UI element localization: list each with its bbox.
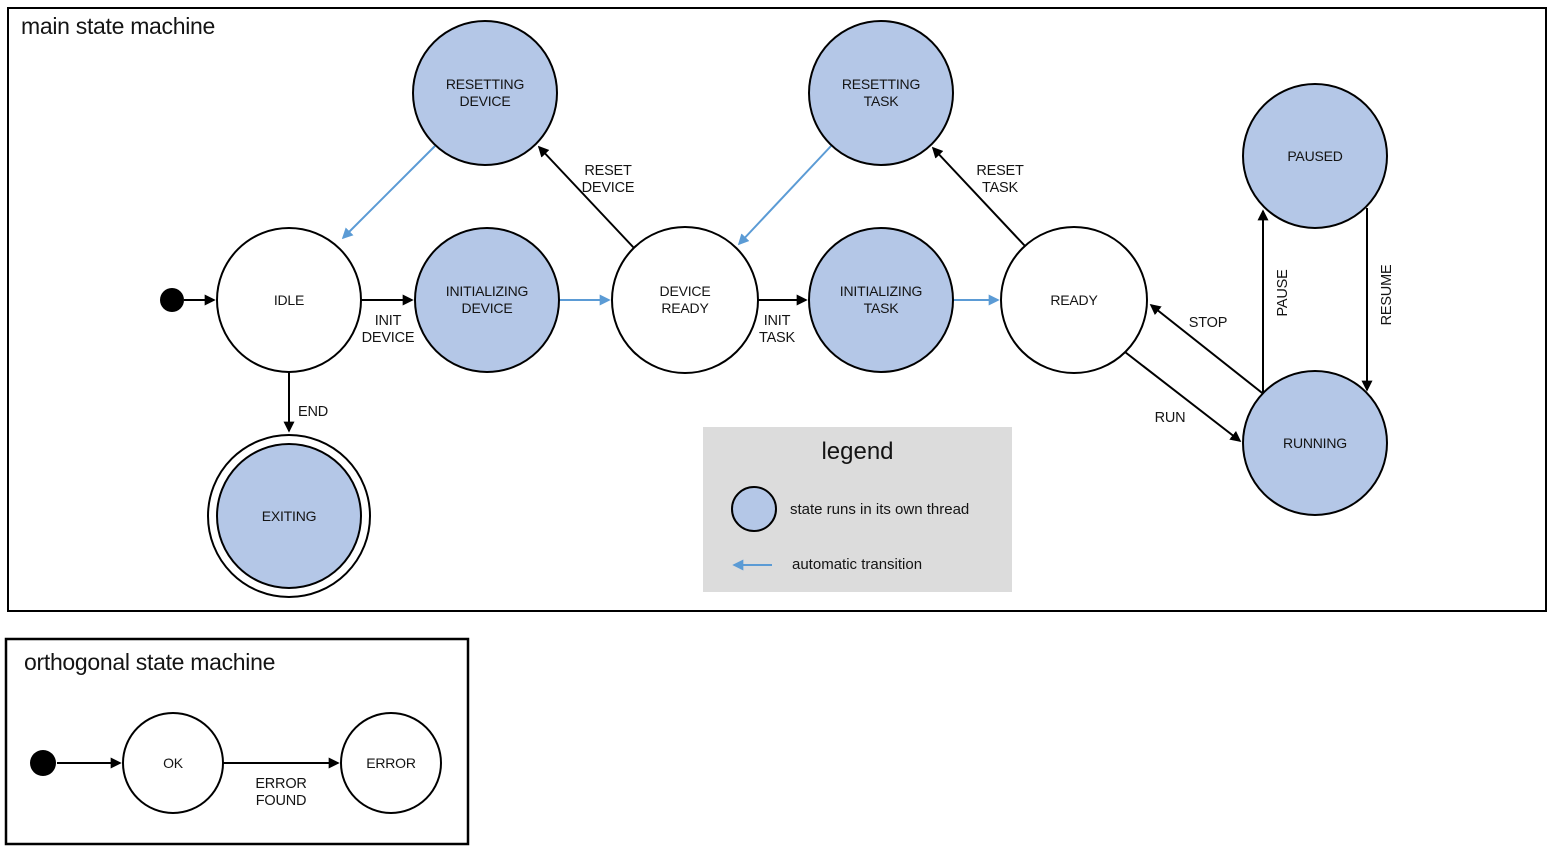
legend-item-thread-label: state runs in its own thread xyxy=(790,501,970,518)
ortho-state-ok xyxy=(122,712,224,814)
main-transition-label-init-device: INIT xyxy=(375,313,402,329)
main-state-label-ready: READY xyxy=(1050,292,1098,308)
main-state-initializing-device xyxy=(414,227,560,373)
main-state-initializing-task xyxy=(808,227,954,373)
main-state-running xyxy=(1242,370,1388,516)
main-state-idle xyxy=(216,227,362,373)
main-state-label-initializing-device: INITIALIZING xyxy=(446,283,528,299)
main-state-ready xyxy=(1000,226,1148,374)
main-transition-auto-reset-task-device-ready xyxy=(737,145,832,246)
main-state-label-initializing-task: INITIALIZING xyxy=(840,283,922,299)
ortho-state-error xyxy=(340,712,442,814)
main-transition-label-reset-device: RESET xyxy=(584,163,632,179)
legend-item-auto-label: automatic transition xyxy=(792,556,923,573)
main-transition-reset-task xyxy=(931,146,1026,247)
main-initial-state-dot xyxy=(160,288,184,312)
main-state-label-paused: PAUSED xyxy=(1287,148,1342,164)
ortho-state-label-ok: OK xyxy=(163,755,184,771)
main-transition-label-stop: STOP xyxy=(1189,315,1227,331)
main-state-label-resetting-task: RESETTING xyxy=(842,76,920,92)
main-transition-run xyxy=(1124,351,1242,443)
main-transition-stop xyxy=(1149,303,1267,397)
main-state-resetting-task xyxy=(808,20,954,166)
main-state-label-exiting: EXITING xyxy=(262,508,317,524)
legend-title: legend xyxy=(821,438,894,465)
main-transition-label-resume: RESUME xyxy=(1379,264,1395,325)
main-state-paused xyxy=(1242,83,1388,229)
main-state-resetting-device xyxy=(412,20,558,166)
main-state-label-device-ready: DEVICE xyxy=(660,283,711,299)
main-transition-reset-device xyxy=(537,145,635,249)
main-state-label-resetting-task: TASK xyxy=(864,93,900,109)
main-transition-label-reset-device: DEVICE xyxy=(582,180,635,196)
main-transition-label-reset-task: TASK xyxy=(982,180,1019,196)
ortho-state-label-error: ERROR xyxy=(366,755,416,771)
main-state-label-idle: IDLE xyxy=(274,292,304,308)
ortho-transition-label-error-found: ERROR xyxy=(255,776,306,792)
legend-thread-circle-icon xyxy=(731,486,777,532)
main-state-device-ready xyxy=(611,226,759,374)
orthogonal-machine-frame xyxy=(4,637,470,846)
main-transition-label-reset-task: RESET xyxy=(976,163,1024,179)
ortho-initial-state-dot xyxy=(30,750,56,776)
main-state-exiting xyxy=(216,443,362,589)
main-state-label-resetting-device: RESETTING xyxy=(446,76,524,92)
main-transition-label-init-task: TASK xyxy=(759,330,796,346)
main-transition-label-init-device: DEVICE xyxy=(362,330,415,346)
main-transition-label-init-task: INIT xyxy=(764,313,791,329)
ortho-transition-label-error-found: FOUND xyxy=(256,793,307,809)
main-state-label-initializing-device: DEVICE xyxy=(462,300,513,316)
main-transition-auto-reset-device-idle xyxy=(341,145,436,240)
main-state-label-initializing-task: TASK xyxy=(864,300,900,316)
main-state-label-running: RUNNING xyxy=(1283,435,1347,451)
main-state-label-resetting-device: DEVICE xyxy=(460,93,511,109)
main-transition-label-end: END xyxy=(298,404,328,420)
main-state-label-device-ready: READY xyxy=(661,300,709,316)
main-transition-label-run: RUN xyxy=(1155,410,1186,426)
orthogonal-machine-title: orthogonal state machine xyxy=(24,649,276,675)
main-machine-title: main state machine xyxy=(21,13,216,39)
main-transition-label-pause: PAUSE xyxy=(1275,269,1291,317)
main-machine-frame xyxy=(7,7,1547,612)
